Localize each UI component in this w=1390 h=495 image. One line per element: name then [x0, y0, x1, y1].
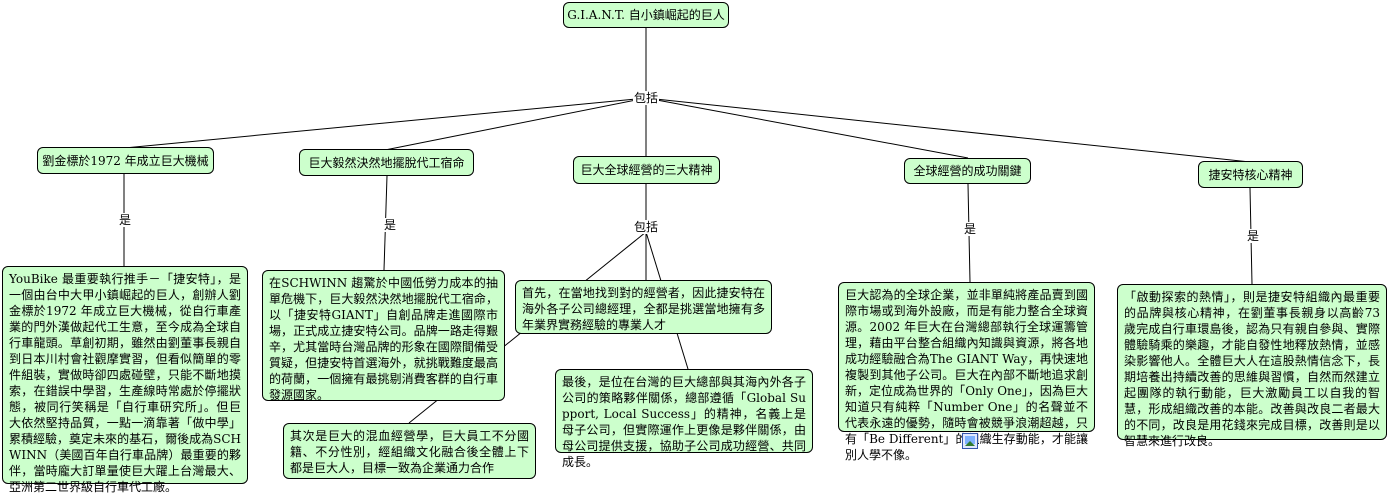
- topic-concept-2[interactable]: 巨大毅然決然地擺脫代工宿命: [299, 149, 474, 176]
- linking-phrase-topic-1[interactable]: 是: [118, 213, 133, 227]
- linking-phrase-topic-4[interactable]: 是: [963, 222, 978, 236]
- detail-note-text: 在SCHWINN 趨驚於中國低勞力成本的抽單危機下，巨大毅然決然地擺脫代工宿命，…: [269, 276, 498, 402]
- linking-phrase-root[interactable]: 包括: [633, 91, 660, 105]
- link-phrase-to-topic-1: [123, 97, 647, 149]
- topic-concept-label: 巨大毅然決然地擺脫代工宿命: [308, 155, 465, 170]
- link-phrase-to-topic-4: [645, 97, 969, 159]
- image-icon[interactable]: [962, 433, 978, 449]
- detail-note-4[interactable]: 巨大認為的全球企業，並非單純將產品賣到國際市場或到海外設廠，而是有能力整合全球資…: [838, 282, 1095, 462]
- detail-note-2[interactable]: 在SCHWINN 趨驚於中國低勞力成本的抽單危機下，巨大毅然決然地擺脫代工宿命，…: [262, 270, 505, 402]
- detail-note-text: 首先，在當地找到對的經營者，因此捷安特在海外各子公司總經理，全都是挑選當地擁有多…: [522, 286, 765, 332]
- linking-phrase-topic-2[interactable]: 是: [383, 218, 398, 232]
- detail-note-3b[interactable]: 其次是巨大的混血經營學，巨大員工不分國籍、不分性別，經組織文化融合後全體上下都是…: [283, 423, 536, 479]
- topic-concept-3[interactable]: 巨大全球經營的三大精神: [573, 156, 720, 184]
- detail-note-1[interactable]: YouBike 最重要執行推手－「捷安特」，是一個由台中大甲小鎮崛起的巨人，創辦…: [2, 266, 248, 494]
- detail-note-text: 最後，是位在台灣的巨大總部與其海內外各子公司的策略夥伴關係，總部遵循「Globa…: [562, 375, 806, 469]
- root-concept[interactable]: G.I.A.N.T. 自小鎮崛起的巨人: [563, 2, 729, 28]
- topic-concept-5[interactable]: 捷安特核心精神: [1198, 161, 1303, 188]
- topic-concept-4[interactable]: 全球經營的成功關鍵: [904, 158, 1031, 184]
- link-phrase-to-topic-2: [384, 97, 647, 151]
- linking-phrase-topic-5[interactable]: 是: [1246, 229, 1261, 243]
- detail-note-text: 其次是巨大的混血經營學，巨大員工不分國籍、不分性別，經組織文化融合後全體上下都是…: [290, 429, 529, 475]
- detail-note-5[interactable]: 「啟動探索的熱情」，則是捷安特組織內最重要的品牌與核心精神，在劉董事長親身以高齡…: [1117, 284, 1387, 448]
- detail-note-text: 巨大認為的全球企業，並非單純將產品賣到國際市場或到海外設廠，而是有能力整合全球資…: [845, 288, 1088, 462]
- topic-concept-label: 全球經營的成功關鍵: [913, 164, 1022, 178]
- topic-concept-label: 劉金標於1972 年成立巨大機械: [42, 153, 209, 168]
- linking-phrase-topic-3[interactable]: 包括: [633, 220, 660, 234]
- detail-note-text: YouBike 最重要執行推手－「捷安特」，是一個由台中大甲小鎮崛起的巨人，創辦…: [9, 272, 241, 494]
- image-icon-hill: [965, 441, 975, 446]
- detail-note-3c[interactable]: 最後，是位在台灣的巨大總部與其海內外各子公司的策略夥伴關係，總部遵循「Globa…: [555, 369, 813, 469]
- link-phrase-to-topic-5: [645, 97, 1251, 163]
- topic-concept-1[interactable]: 劉金標於1972 年成立巨大機械: [37, 147, 214, 174]
- image-icon-sky: [965, 436, 975, 444]
- topic-concept-label: 捷安特核心精神: [1208, 167, 1293, 182]
- root-concept-label: G.I.A.N.T. 自小鎮崛起的巨人: [567, 8, 725, 22]
- detail-note-3a[interactable]: 首先，在當地找到對的經營者，因此捷安特在海外各子公司總經理，全都是挑選當地擁有多…: [515, 280, 772, 334]
- detail-note-text: 「啟動探索的熱情」，則是捷安特組織內最重要的品牌與核心精神，在劉董事長親身以高齡…: [1124, 290, 1380, 448]
- topic-concept-label: 巨大全球經營的三大精神: [580, 163, 713, 177]
